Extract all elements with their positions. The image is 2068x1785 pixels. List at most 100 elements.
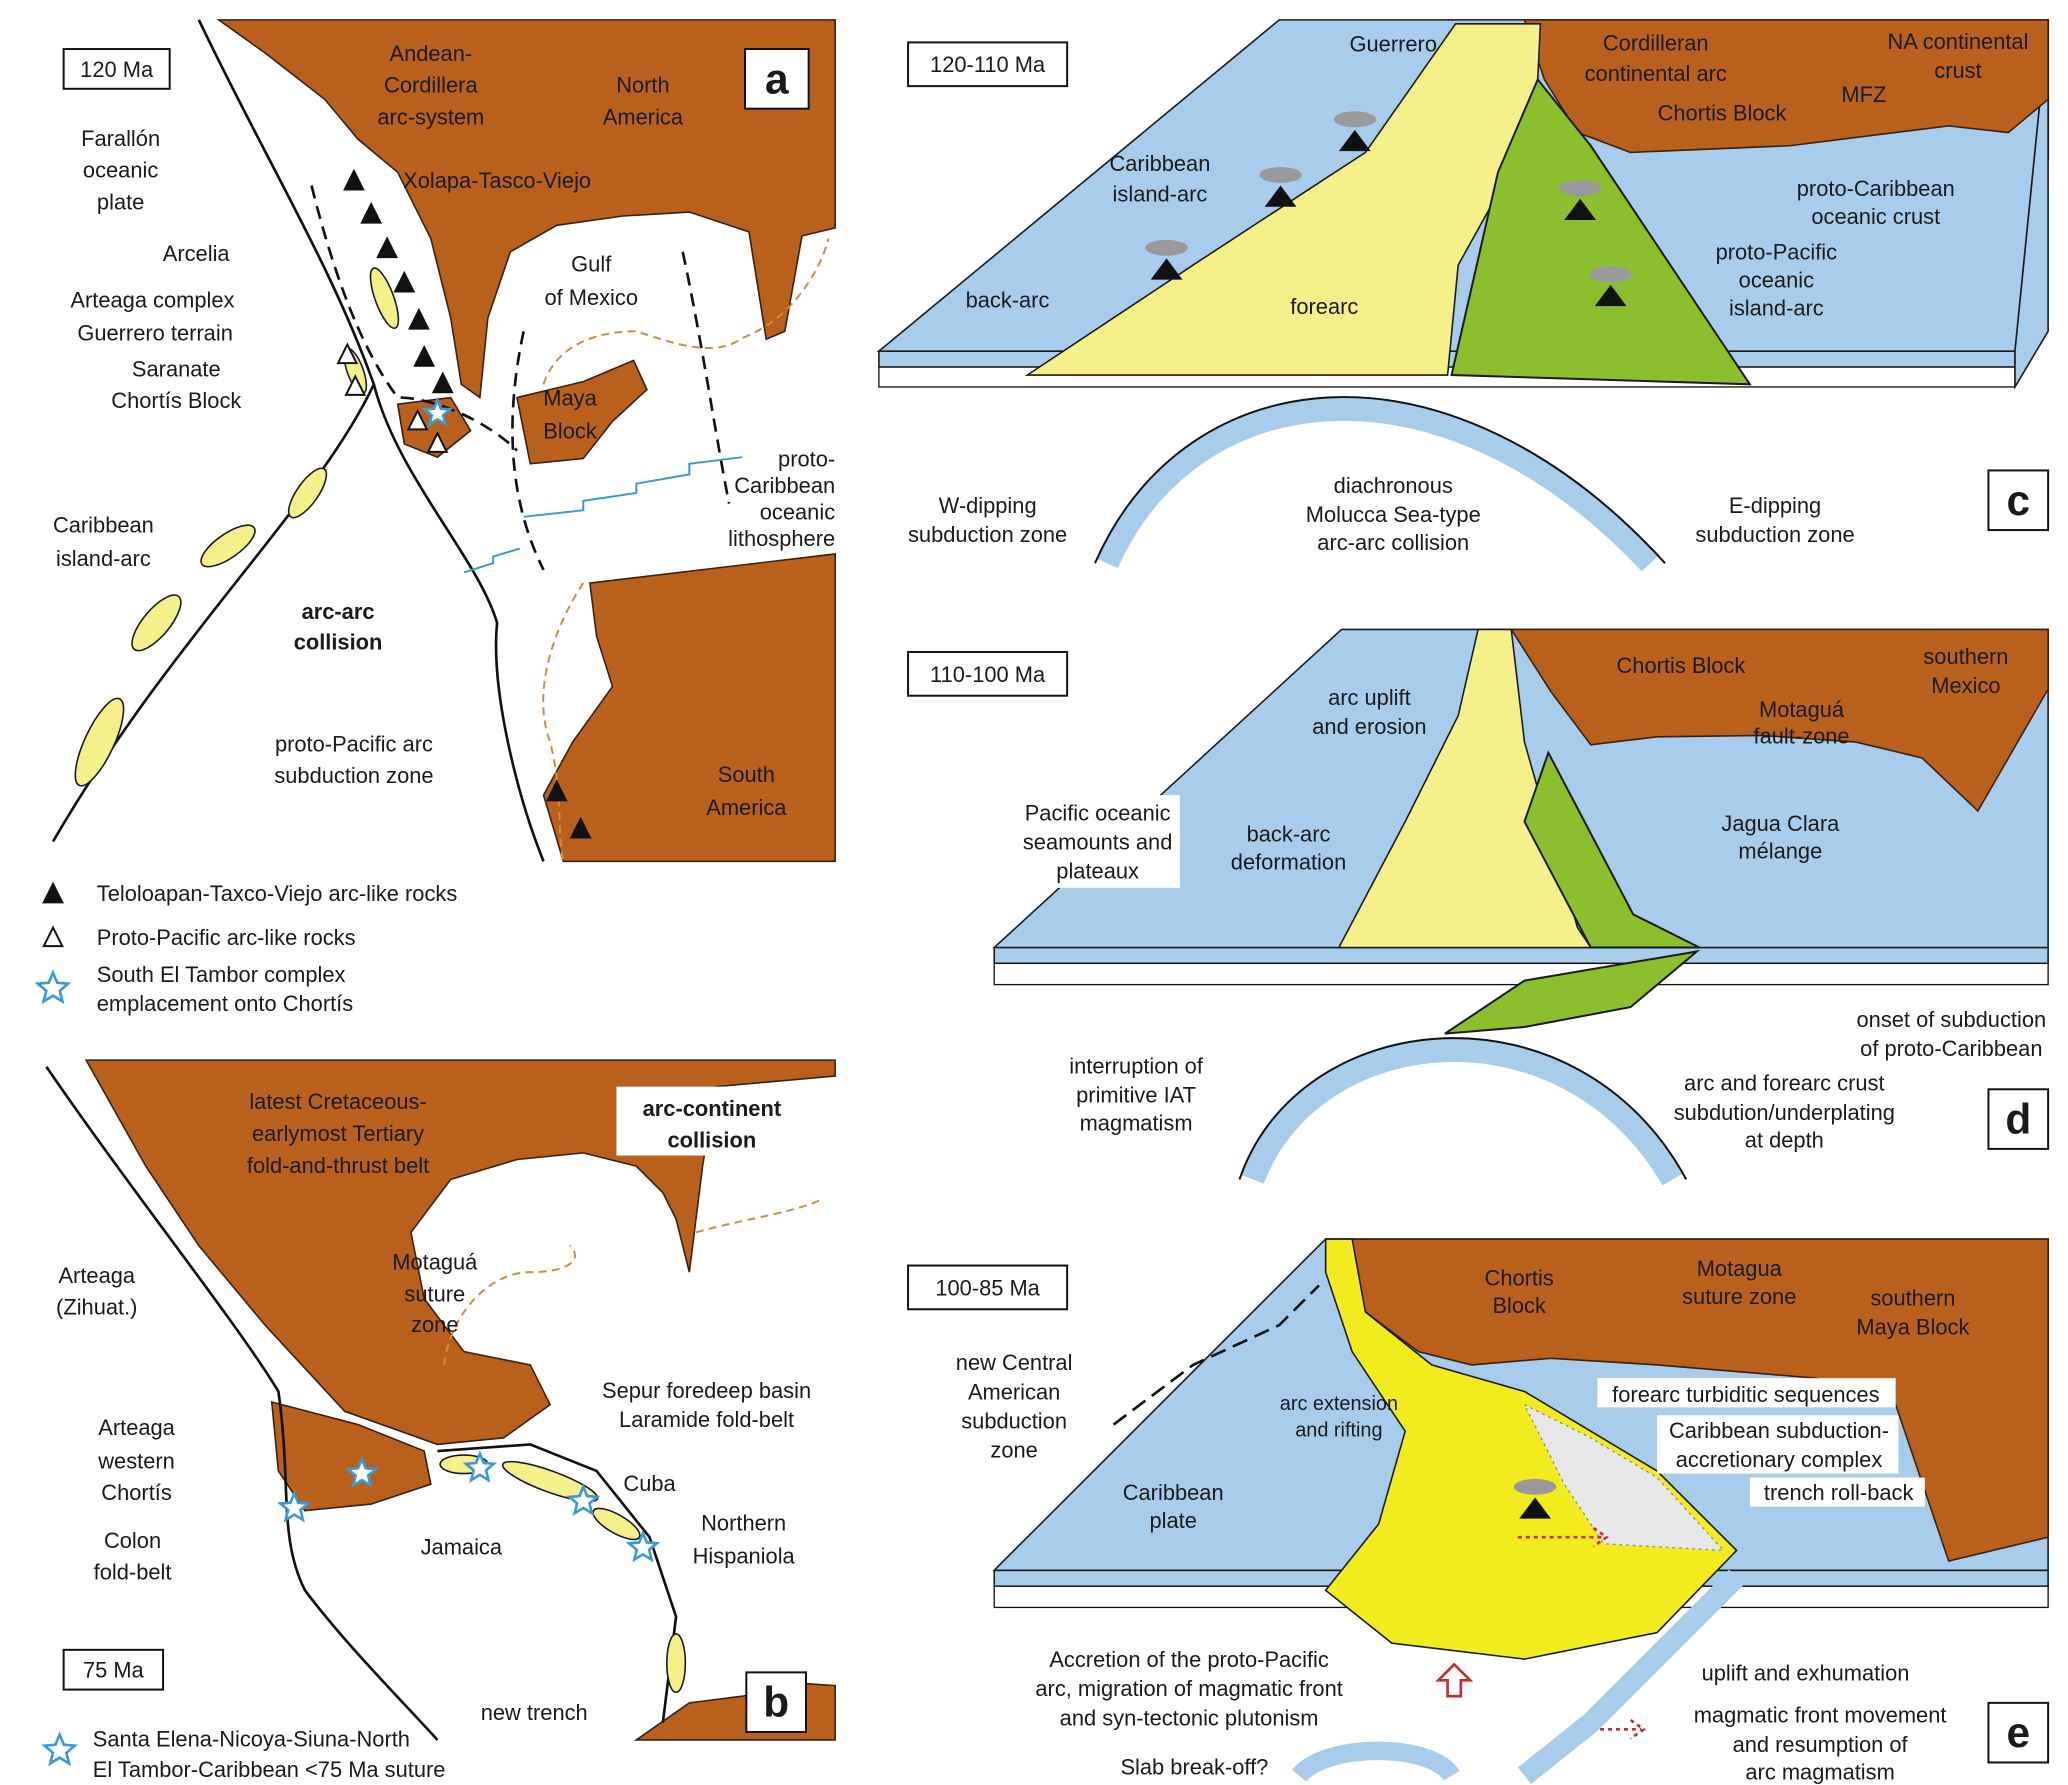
age-label-b: 75 Ma (83, 1658, 145, 1683)
panel-d-arc-uplift-label: and erosion (1312, 714, 1426, 739)
panel-a-caribbean-arc-label: Caribbean (53, 513, 154, 538)
panel-letter-d-box (1987, 1088, 2050, 1150)
arc-rock-symbols (336, 168, 592, 839)
panel-d-southern-mexico-label: Mexico (1931, 673, 2000, 698)
panel-d-backarc-def-label: deformation (1231, 849, 1346, 874)
panel-letter-a-box (744, 48, 810, 110)
panel-a-maya-label: Block (543, 419, 597, 444)
star-icon (566, 1483, 601, 1516)
panel-b-legend-0-lines-label: Santa Elena-Nicoya-Siuna-North (93, 1727, 410, 1752)
panel-letter-b-box (745, 1671, 807, 1733)
panel-d-backarc-def-label: back-arc (1247, 821, 1331, 846)
panel-b-motagua-label: suture (404, 1281, 465, 1306)
panel-letter-c: c (2006, 477, 2030, 524)
panel-a-guerrero-label: Guerrero terrain (77, 321, 233, 346)
age-label-d-box (907, 650, 1069, 697)
open-triangle-icon (426, 431, 449, 453)
panel-a-south-america-label: South (718, 762, 775, 787)
volcano-cone-icon (1150, 258, 1183, 280)
slab-outline (1094, 396, 1666, 564)
panel-e-slab-label: Slab break-off? (1120, 1754, 1268, 1779)
panel-d-arc-forearc-label: arc and forearc crust (1684, 1071, 1885, 1096)
subducted-arc-d (1444, 949, 1701, 1035)
panel-e-chortis-label: Block (1492, 1293, 1546, 1318)
panel-d-chortis-label: Chortis Block (1617, 653, 1746, 678)
ash-cloud-icon (1513, 1478, 1557, 1495)
subducting-slab-d (1241, 1038, 1684, 1186)
volcano-icon (1513, 1478, 1557, 1519)
panel-e-caribbean-sub-label: Caribbean subduction- (1669, 1418, 1889, 1443)
panel-c-proto-caribbean-label: oceanic crust (1811, 204, 1940, 229)
panel-e-new-central-label: zone (990, 1438, 1037, 1463)
ash-cloud-icon (1333, 111, 1377, 128)
panel-a-south-america-label: America (706, 795, 787, 820)
star-icon (41, 1731, 79, 1767)
volcano-symbols (1145, 111, 1632, 307)
panel-a-arc-arc-label: collision (294, 629, 383, 654)
old-coastline-b1 (695, 1198, 823, 1234)
panel-e-chortis-label: Chortis (1485, 1265, 1554, 1290)
chortis-maya-crust-e (1344, 1238, 2049, 1562)
filled-triangle-icon (413, 344, 436, 367)
dashed-boundary-3 (310, 185, 518, 452)
age-label-d: 110-100 Ma (930, 662, 1046, 687)
panel-e-southern-maya-label: southern (1870, 1285, 1955, 1310)
age-label-c-box (907, 41, 1069, 88)
panel-b-colon-label: fold-belt (94, 1560, 172, 1585)
accreted-arc-e (1324, 1238, 1738, 1660)
cuba-arc (501, 1460, 599, 1503)
panel-a-legend-0-lines-label: Teloloapan-Taxco-Viejo arc-like rocks (97, 881, 458, 906)
panel-e-accretion-label: arc, migration of magmatic front (1035, 1676, 1342, 1701)
slab-outline-d (1238, 1037, 1688, 1180)
panel-b-legend-0-lines-label: El Tambor-Caribbean <75 Ma suture (93, 1757, 446, 1782)
panel-c-caribbean-arc-label: island-arc (1113, 181, 1208, 206)
panel-c-forearc-label: forearc (1290, 294, 1358, 319)
panel-e-accretion-label: and syn-tectonic plutonism (1060, 1705, 1319, 1730)
panel-a-north-america-label: America (603, 105, 684, 130)
star-icon (344, 1455, 380, 1489)
panel-a-proto-pacific-label: subduction zone (274, 763, 433, 788)
caribbean-island-arc-c (1024, 23, 1542, 376)
panel-a-legend-2-lines-label: South El Tambor complex (97, 962, 346, 987)
panel-c-proto-pacific-label: island-arc (1729, 295, 1824, 320)
panel-b-hispaniola-label: Hispaniola (693, 1544, 796, 1569)
label-background (1657, 1415, 1899, 1474)
slab-breakoff-icon (1291, 1741, 1460, 1783)
subduction-zone-east (372, 383, 545, 862)
dashed-boundary-2 (681, 251, 731, 504)
panel-c-diachronous-label: Molucca Sea-type (1306, 502, 1481, 527)
panel-b-new-trench-label: new trench (481, 1700, 588, 1725)
star-icon (462, 1450, 498, 1483)
star-icon (421, 396, 454, 427)
volcano-cone-icon (1519, 1497, 1551, 1519)
star-icon (625, 1529, 661, 1563)
age-label-e: 100-85 Ma (935, 1275, 1040, 1300)
subducting-slab-e (1517, 1569, 1745, 1785)
label-background (1749, 1477, 1925, 1507)
panel-b-arteaga-western-label: Arteaga (98, 1415, 175, 1440)
panel-a-farallon-label: plate (97, 189, 144, 214)
panel-c-caribbean-arc-label: Caribbean (1109, 151, 1210, 176)
caribbean-arc-segment (287, 467, 328, 519)
panel-a-gulf-label: Gulf (571, 252, 612, 277)
panel-b-fold-thrust-label: fold-and-thrust belt (247, 1153, 429, 1178)
panel-c-block-diagram (876, 19, 2050, 572)
ash-cloud-icon (1558, 180, 1602, 197)
panel-a-arcelia-label: Arcelia (163, 241, 231, 266)
chortis-crust-d (1509, 628, 2049, 813)
volcano-cone-icon (1564, 198, 1597, 220)
panel-a-legend-1-lines-label: Proto-Pacific arc-like rocks (97, 925, 356, 950)
open-triangle-icon (42, 925, 64, 948)
ash-cloud-icon (1145, 239, 1188, 256)
forearc-turbidite-area (1523, 1403, 1725, 1552)
panel-a-arc-arc-label: arc-arc (302, 599, 375, 624)
right-face-c (2014, 19, 2049, 390)
panel-a-proto-caribbean-label: oceanic (760, 499, 835, 524)
south-america-landmass (542, 553, 836, 863)
panel-c-diachronous-label: arc-arc collision (1317, 530, 1469, 555)
spreading-ridge-2 (463, 547, 520, 574)
front-face-crust-d (993, 946, 2049, 965)
volcano-icon (1589, 266, 1632, 307)
panel-a-saranate-label: Saranate (132, 356, 221, 381)
